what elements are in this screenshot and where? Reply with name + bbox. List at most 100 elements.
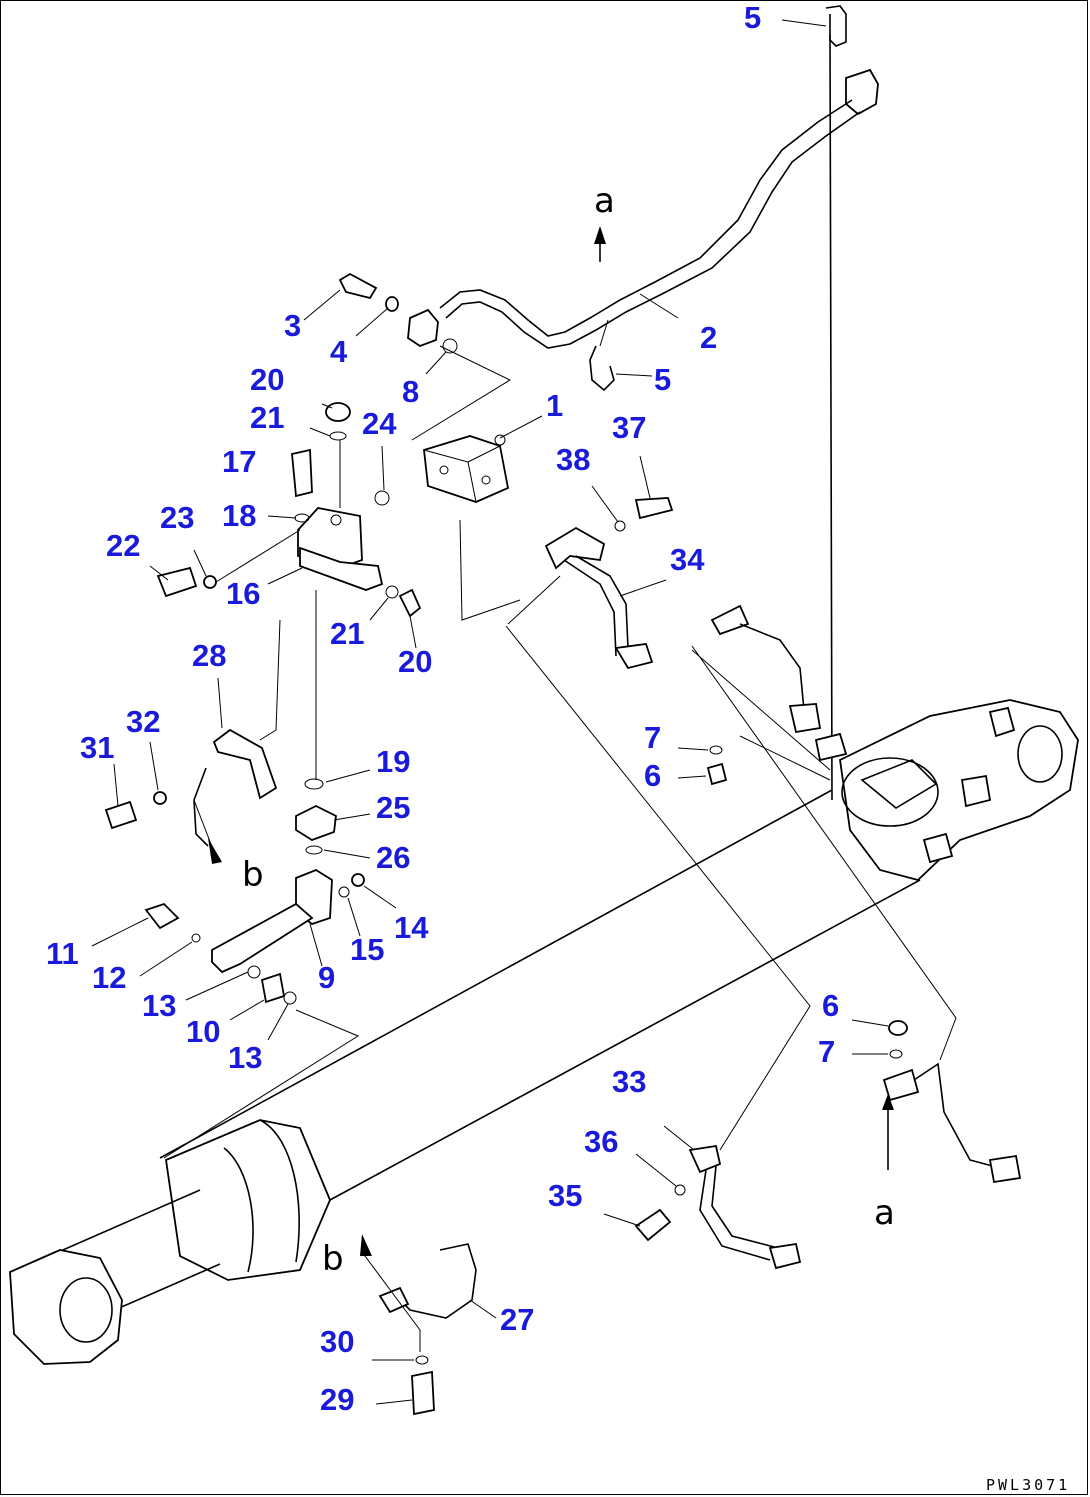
leader-34: [619, 579, 667, 597]
leader-5-top: [781, 19, 827, 27]
view-letter-b-upper: b: [242, 855, 264, 895]
cylinder-head-ring-2: [223, 1147, 254, 1273]
nut-6-top: [706, 762, 728, 786]
bottom-boss-1: [988, 706, 1016, 738]
block-16-base: [299, 546, 384, 591]
o-ring-19: [304, 778, 324, 790]
pipe-flange: [845, 68, 879, 116]
callout-6-bottom: 6: [822, 988, 839, 1023]
bolt-37: [634, 497, 674, 520]
link-line-8: [411, 345, 512, 441]
washer-23: [203, 575, 217, 589]
hose-5: [589, 345, 615, 392]
view-letter-a-bottom: a: [874, 1193, 895, 1233]
leader-32: [149, 741, 159, 791]
guide-right-1: [691, 649, 831, 771]
clamp-right-band: [739, 623, 805, 711]
leader-25: [333, 813, 371, 821]
cylinder-head: [165, 1119, 331, 1281]
o-ring-13-b: [283, 991, 297, 1005]
clamp-34-band-a: [575, 555, 629, 649]
callout-24: 24: [362, 406, 397, 441]
leader-lines: [91, 289, 889, 1405]
washer-18: [294, 513, 310, 523]
leader-31: [113, 763, 119, 807]
callout-28: 28: [192, 638, 226, 673]
leader-5-lower: [615, 373, 653, 377]
washer-4: [385, 296, 399, 312]
callout-2: 2: [700, 320, 717, 355]
clamp-right-foot: [788, 703, 822, 734]
clamp-lower-right-foot: [988, 1154, 1022, 1184]
leader-12: [139, 941, 193, 977]
arrow-b-lower-head: [360, 1234, 372, 1256]
leader-20-side: [409, 615, 417, 649]
pipe-end-fitting: [407, 308, 439, 348]
rod-end-eye: [9, 1249, 123, 1365]
leader-22: [149, 565, 169, 581]
callout-29: 29: [320, 1382, 354, 1417]
pipe-2-lower: [445, 111, 861, 349]
callout-19: 19: [376, 744, 410, 779]
callout-31: 31: [80, 730, 114, 765]
valve-block-1: [423, 435, 510, 503]
callout-13-b: 13: [228, 1040, 262, 1075]
cylinder-bottom-edge: [329, 879, 921, 1201]
callout-18: 18: [222, 498, 256, 533]
callout-22: 22: [106, 528, 140, 563]
bottom-boss-3: [922, 832, 954, 864]
bolt-3: [338, 272, 378, 300]
bolt-31: [104, 800, 138, 830]
tube-block-9: [211, 902, 314, 974]
clamp-28-band: [193, 767, 209, 847]
washer-7-bottom: [889, 1049, 903, 1059]
guide-right-2: [739, 735, 831, 781]
guide-lower-right: [691, 645, 957, 1061]
clamp-27-band: [391, 1243, 477, 1319]
valve-port-2: [481, 475, 491, 485]
leader-6-top: [677, 775, 707, 779]
leader-38: [591, 485, 619, 523]
callout-36: 36: [584, 1124, 618, 1159]
guide-33: [505, 625, 811, 1151]
leader-21-side: [369, 597, 389, 621]
clamp-34-guide: [507, 575, 561, 625]
view-letter-b-lower: b: [322, 1239, 344, 1279]
leader-19: [325, 769, 371, 783]
bottom-bore: [1017, 725, 1063, 783]
o-ring-13-a: [247, 965, 261, 979]
clamp-bracket: [814, 732, 848, 762]
o-ring-8: [442, 338, 458, 354]
clamp-33-top: [688, 1144, 722, 1174]
callout-5-lower: 5: [654, 362, 671, 397]
clamp-33-band-b: [711, 1165, 779, 1249]
rod-top: [39, 1189, 201, 1261]
clamp-right-top: [710, 604, 750, 636]
washer-32: [153, 791, 167, 805]
o-ring-26: [305, 845, 323, 855]
clamp-33-foot: [768, 1242, 802, 1270]
leader-13-b: [267, 1003, 289, 1041]
callout-4: 4: [330, 334, 348, 369]
leader-3: [303, 289, 341, 321]
nut-6-bottom: [888, 1020, 908, 1036]
plug-20-side: [398, 588, 422, 618]
clamp-34-foot: [614, 643, 654, 670]
view-letter-a-top: a: [594, 181, 615, 221]
clamp-34-band-b: [563, 559, 617, 657]
callout-1: 1: [546, 388, 563, 423]
washer-12: [191, 933, 201, 943]
cylinder-head-ring: [259, 1119, 300, 1263]
callout-25: 25: [376, 790, 410, 825]
leader-29: [375, 1399, 413, 1405]
leader-6-bottom: [851, 1019, 889, 1027]
leader-36: [635, 1153, 677, 1187]
block-16-port: [330, 514, 342, 526]
valve-port-3: [494, 434, 506, 446]
link-22-16: [215, 529, 301, 583]
rod-bottom: [109, 1263, 221, 1313]
leader-7-top: [677, 747, 709, 751]
leader-28: [217, 677, 223, 729]
callout-16: 16: [226, 576, 260, 611]
rod-end-bore: [59, 1277, 113, 1343]
